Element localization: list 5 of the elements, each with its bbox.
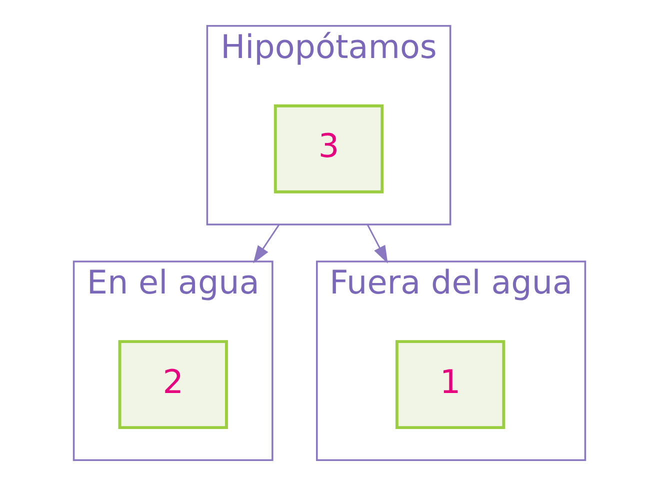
node-box: 3 [274, 104, 384, 194]
arrow [253, 224, 280, 264]
node-box: 1 [395, 340, 506, 430]
arrow [366, 224, 388, 264]
node-box: 2 [118, 340, 228, 430]
